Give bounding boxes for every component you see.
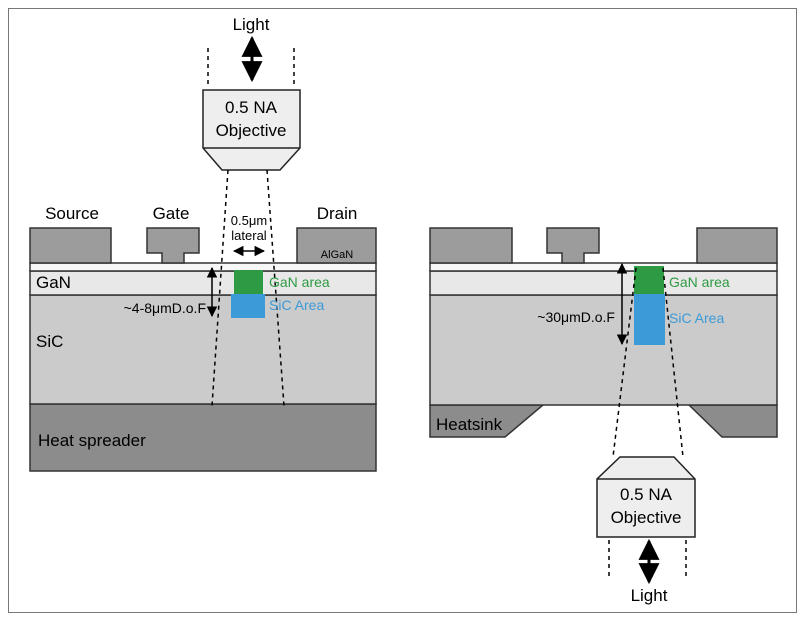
algan-layer	[29, 262, 377, 272]
sic-layer	[29, 294, 377, 405]
right-gan-area	[634, 266, 664, 294]
source-label: Source	[45, 204, 99, 223]
bottom-objective-label-line1: 0.5 NA	[620, 485, 673, 504]
heat-spreader-label: Heat spreader	[38, 431, 146, 450]
right-gate-contact	[546, 227, 600, 264]
right-sic-area-label: SiC Area	[669, 310, 724, 326]
right-gan-area-label: GaN area	[669, 274, 730, 290]
gate-label: Gate	[153, 204, 190, 223]
right-gan-layer	[429, 270, 778, 296]
right-source-contact	[429, 227, 513, 264]
gan-label: GaN	[36, 273, 71, 292]
top-light-label: Light	[233, 15, 270, 34]
top-objective-label-line1: 0.5 NA	[225, 98, 278, 117]
right-algan-layer	[429, 262, 778, 272]
right-drain-contact	[696, 227, 778, 264]
gate-contact	[146, 227, 200, 264]
gan-layer	[29, 270, 377, 296]
lateral-label-line1: 0.5μm	[231, 213, 267, 228]
left-sic-area-label: SiC Area	[269, 297, 324, 313]
lateral-label-line2: lateral	[231, 228, 267, 243]
top-objective-label-line2: Objective	[216, 121, 287, 140]
left-gan-area	[234, 270, 263, 294]
left-dof-label: ~4-8μmD.o.F	[124, 300, 206, 316]
heatsink-label: Heatsink	[436, 415, 503, 434]
right-sic-area	[634, 294, 665, 345]
right-panel: Heatsink ~30μmD.o.F GaN area SiC Area 0.…	[429, 227, 778, 605]
source-contact	[29, 227, 112, 264]
right-dof-label: ~30μmD.o.F	[537, 309, 615, 325]
right-sic-layer	[429, 294, 778, 406]
left-gan-area-label: GaN area	[269, 274, 330, 290]
drain-label: Drain	[317, 204, 358, 223]
bottom-light-label: Light	[631, 586, 668, 605]
sic-label: SiC	[36, 332, 63, 351]
left-sic-area	[231, 294, 265, 318]
bottom-objective-label-line2: Objective	[611, 508, 682, 527]
left-panel: Light 0.5 NA Objective Source Gate Drain…	[29, 15, 377, 472]
algan-label: AlGaN	[321, 249, 353, 261]
heat-spreader-layer	[29, 403, 377, 472]
drain-contact	[296, 227, 377, 264]
